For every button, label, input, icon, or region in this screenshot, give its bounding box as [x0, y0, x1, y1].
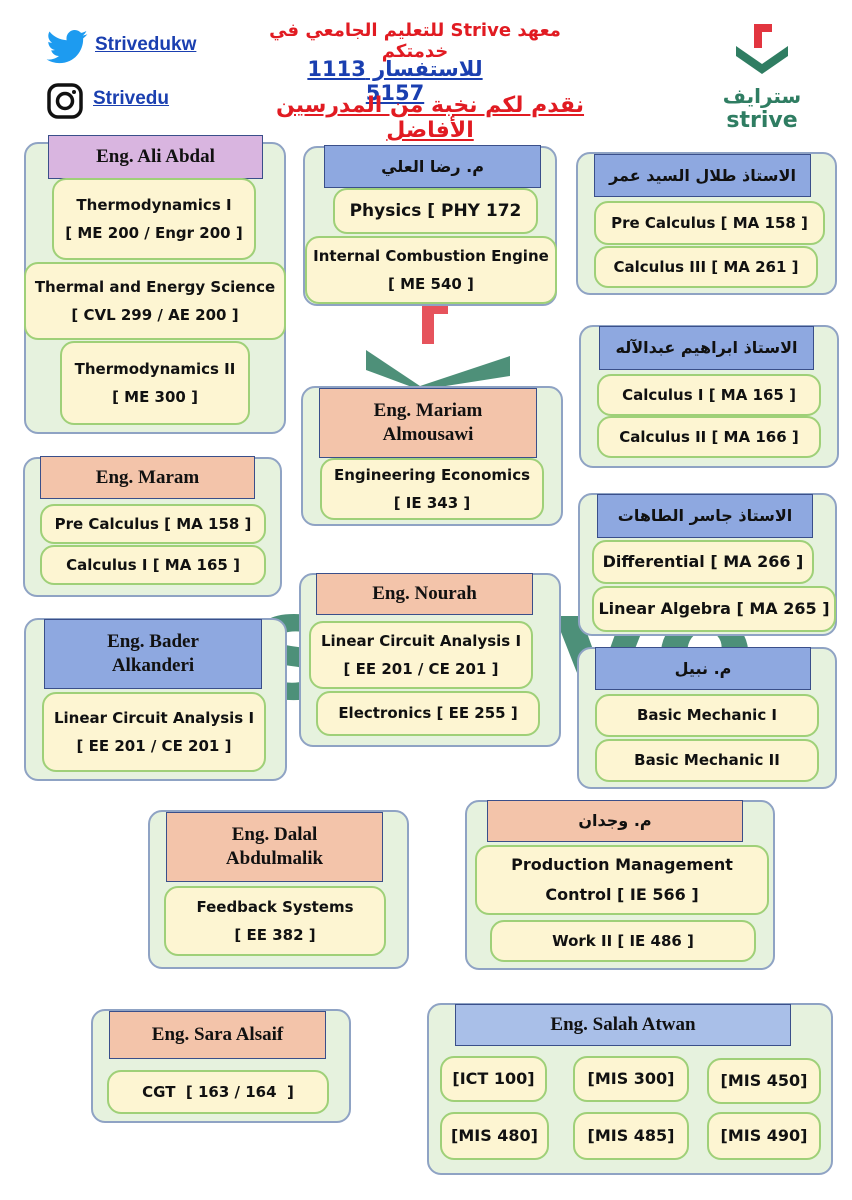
logo-arabic: سترايف	[722, 84, 802, 108]
instructor-name: الاستاذ جاسر الطاهات	[597, 494, 813, 538]
course-chip: Thermodynamics II [ ME 300 ]	[60, 341, 250, 425]
instructor-name: Eng. Sara Alsaif	[109, 1011, 326, 1059]
course-chip: [MIS 450]	[707, 1058, 821, 1104]
instagram-handle[interactable]: Strivedu	[93, 88, 170, 109]
course-chip: [MIS 485]	[573, 1112, 689, 1160]
instructor-name: Eng. Salah Atwan	[455, 1004, 791, 1046]
instructor-name: Eng. Maram	[40, 456, 255, 499]
course-chip: Physics [ PHY 172	[333, 188, 538, 234]
instructor-name: م. نبيل	[595, 647, 811, 690]
course-chip: CGT [ 163 / 164 ]	[107, 1070, 329, 1114]
institute-line: معهد Strive للتعليم الجامعي في خدمتكم	[269, 20, 561, 62]
course-chip: Basic Mechanic II	[595, 739, 819, 782]
instructor-name: الاستاذ طلال السيد عمر	[594, 154, 811, 197]
course-chip: Linear Circuit Analysis I [ EE 201 / CE …	[309, 621, 533, 689]
course-chip: Feedback Systems [ EE 382 ]	[164, 886, 386, 956]
instructor-name: م. وجدان	[487, 800, 743, 842]
course-chip: [MIS 490]	[707, 1112, 821, 1160]
course-chip: [MIS 480]	[440, 1112, 549, 1160]
watermark-logo-mark	[366, 300, 510, 390]
course-chip: [MIS 300]	[573, 1056, 689, 1102]
twitter-icon[interactable]	[46, 30, 88, 64]
tagline: نقدم لكم نخبة من المدرسين الأفاضل	[275, 93, 585, 143]
course-chip: Basic Mechanic I	[595, 694, 819, 737]
course-chip: Internal Combustion Engine [ ME 540 ]	[305, 236, 557, 304]
course-chip: Thermal and Energy Science [ CVL 299 / A…	[24, 262, 286, 340]
course-chip: Calculus I [ MA 165 ]	[40, 545, 266, 585]
course-chip: Engineering Economics [ IE 343 ]	[320, 458, 544, 520]
instructor-name: م. رضا العلي	[324, 145, 541, 188]
instructor-name: Eng. Mariam Almousawi	[319, 388, 537, 458]
course-chip: Calculus III [ MA 261 ]	[594, 246, 818, 288]
course-chip: Calculus I [ MA 165 ]	[597, 374, 821, 416]
instructor-name: Eng. Bader Alkanderi	[44, 619, 262, 689]
course-chip: Production Management Control [ IE 566 ]	[475, 845, 769, 915]
instagram-icon[interactable]	[47, 83, 83, 119]
instructor-name: الاستاذ ابراهيم عبدالآله	[599, 326, 814, 370]
course-chip: Calculus II [ MA 166 ]	[597, 416, 821, 458]
course-chip: [ICT 100]	[440, 1056, 547, 1102]
strive-logo-icon	[736, 24, 788, 74]
course-chip: Pre Calculus [ MA 158 ]	[594, 201, 825, 245]
course-chip: Linear Circuit Analysis I [ EE 201 / CE …	[42, 692, 266, 772]
course-chip: Differential [ MA 266 ]	[592, 540, 814, 584]
course-chip: Work II [ IE 486 ]	[490, 920, 756, 962]
course-chip: Electronics [ EE 255 ]	[316, 691, 540, 736]
inquiry-line: للاستفسار 1113 5157	[307, 57, 483, 105]
logo-latin: strive	[726, 108, 798, 133]
twitter-handle[interactable]: Strivedukw	[95, 34, 197, 55]
course-chip: Thermodynamics I [ ME 200 / Engr 200 ]	[52, 178, 256, 260]
instructor-name: Eng. Dalal Abdulmalik	[166, 812, 383, 882]
instructor-name: Eng. Ali Abdal	[48, 135, 263, 179]
course-chip: Pre Calculus [ MA 158 ]	[40, 504, 266, 544]
instructor-name: Eng. Nourah	[316, 573, 533, 615]
course-chip: Linear Algebra [ MA 265 ]	[592, 586, 836, 632]
